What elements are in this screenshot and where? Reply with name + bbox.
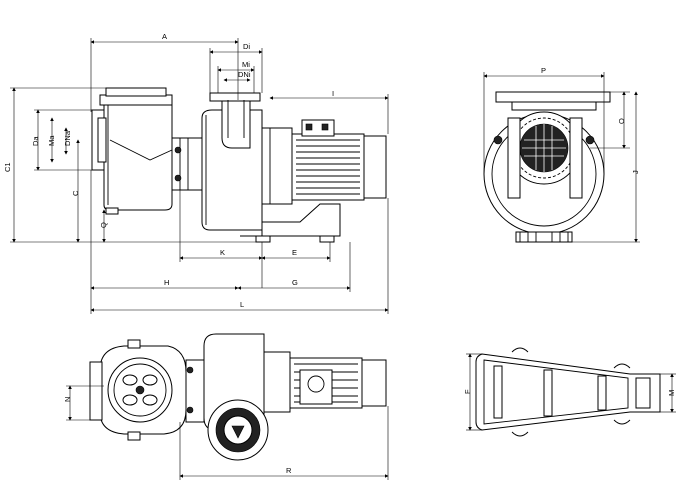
front-base — [515, 231, 573, 243]
pump-base — [240, 203, 341, 237]
side-view — [91, 87, 387, 243]
label-DNi: DNi — [238, 70, 251, 79]
motor-fins — [296, 139, 360, 195]
label-Ma: Ma — [47, 135, 56, 146]
top-view-dimensions: N R — [63, 385, 389, 480]
label-E: E — [292, 248, 297, 257]
motor — [291, 133, 365, 201]
terminal-box-top — [299, 369, 333, 405]
side-view-dimensions: A Di Mi DNi I C1 Da Ma DNa C Q K — [3, 32, 389, 314]
label-DNa: DNa — [63, 130, 72, 146]
label-Q: Q — [99, 222, 108, 228]
base-plate — [475, 353, 661, 431]
label-A: A — [162, 32, 167, 41]
front-flange — [495, 91, 611, 103]
label-C1: C1 — [3, 162, 12, 172]
top-view — [89, 333, 387, 461]
label-F: F — [463, 389, 472, 394]
base-plate-view — [475, 347, 661, 437]
base-plate-dimensions: F M — [463, 353, 676, 431]
discharge-pipe — [221, 100, 251, 149]
discharge-flange — [209, 92, 261, 102]
fan-cover-top — [361, 359, 387, 407]
front-view-dimensions: P O J — [483, 66, 640, 243]
lantern — [261, 127, 293, 205]
label-J: J — [631, 170, 640, 174]
label-M: M — [667, 390, 676, 396]
label-C: C — [71, 190, 80, 196]
label-H: H — [164, 278, 169, 287]
label-Di: Di — [243, 42, 250, 51]
label-L: L — [240, 300, 244, 309]
label-G: G — [292, 278, 298, 287]
lantern-top — [263, 351, 291, 413]
label-I: I — [332, 89, 334, 98]
suction-flange-top — [89, 361, 103, 421]
motor-fan-cover — [363, 135, 387, 199]
lid-handle — [122, 374, 158, 406]
label-N: N — [63, 397, 72, 402]
label-O: O — [617, 118, 626, 124]
label-P: P — [541, 66, 546, 75]
slot-2 — [543, 369, 553, 417]
label-R: R — [286, 466, 292, 475]
strainer-lid-top — [105, 87, 167, 97]
strainer-body — [103, 104, 173, 211]
slot-1 — [493, 365, 503, 419]
label-Da: Da — [31, 136, 40, 146]
label-Mi: Mi — [242, 60, 250, 69]
front-view — [483, 91, 611, 243]
label-K: K — [220, 248, 225, 257]
slot-3 — [597, 375, 607, 411]
coupling — [171, 137, 203, 191]
